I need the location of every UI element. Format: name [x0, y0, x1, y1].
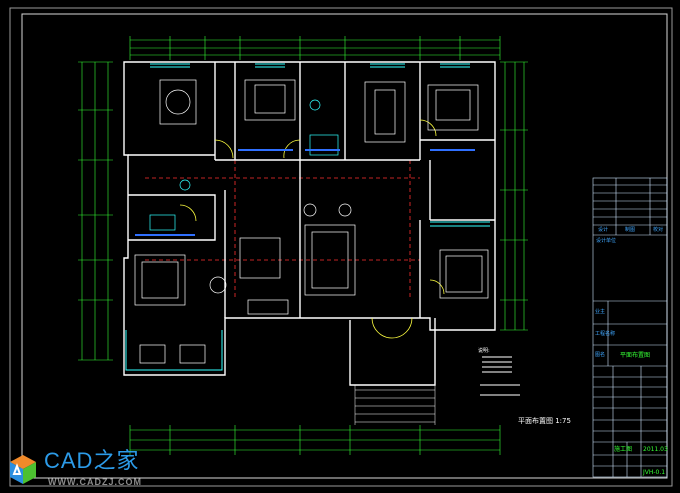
client-label: 业主: [595, 308, 605, 315]
sheet-number: JVH-0.1: [642, 469, 665, 476]
notes-lines: [480, 356, 520, 396]
stage-label: 施工图: [614, 445, 632, 453]
drawn-label: 制图: [625, 226, 635, 233]
watermark-url: WWW.CADZJ.COM: [48, 477, 142, 487]
cadzj-logo-icon: [10, 455, 36, 484]
windows: [125, 63, 490, 371]
notes-heading: 说明:: [478, 347, 490, 354]
date: 2011.03: [643, 446, 668, 453]
entrance-steps: [354, 385, 436, 425]
drawing-name: 平面布置图: [620, 351, 650, 359]
drawing-title: 平面布置图 1:75: [518, 416, 571, 425]
design-unit-label: 设计单位: [596, 237, 616, 244]
check-label: 校对: [653, 226, 663, 233]
project-label: 工程名称: [595, 330, 615, 337]
walls: [123, 61, 496, 386]
title-block: [592, 177, 668, 478]
outer-frame: [9, 7, 673, 487]
designer-label: 设计: [598, 226, 608, 233]
axis-lines: [145, 160, 420, 300]
doors: [179, 119, 445, 339]
watermark-brand: CAD之家: [44, 448, 140, 473]
bathroom-fixtures: [149, 99, 339, 231]
furniture: [134, 79, 489, 364]
cabinets: [135, 149, 475, 236]
dimension-lines: [78, 36, 528, 455]
drawing-name-label: 图名: [595, 351, 605, 358]
